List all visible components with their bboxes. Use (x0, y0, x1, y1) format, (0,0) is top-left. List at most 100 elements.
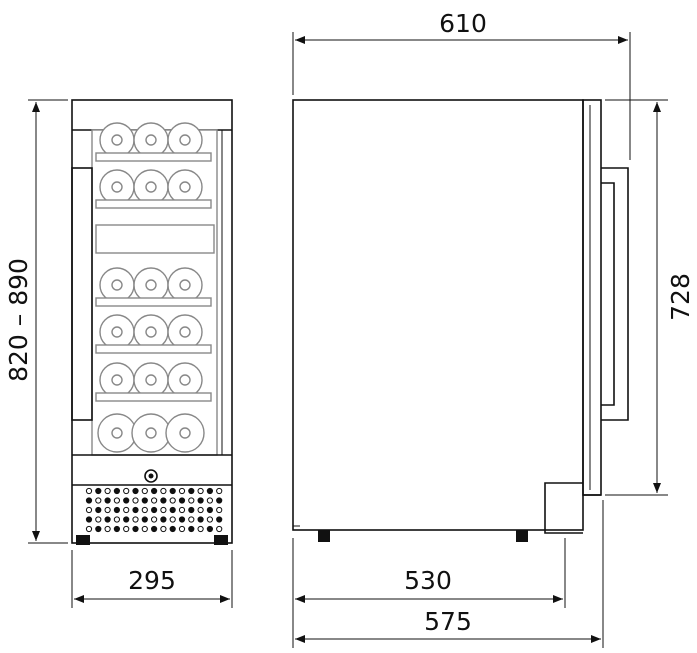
dim-body-depth: 530 (404, 566, 452, 595)
door-handle (71, 167, 93, 421)
grille-hole (188, 497, 195, 504)
grille-hole (113, 506, 121, 514)
grille-hole (197, 497, 204, 504)
bottle-neck (145, 134, 157, 146)
bottle-neck (145, 279, 157, 291)
grille-hole (95, 516, 102, 523)
grille-hole (104, 516, 111, 523)
grille-hole (113, 487, 121, 495)
side-view (292, 99, 629, 542)
bottle-neck (111, 326, 123, 338)
bottle-neck (145, 427, 157, 439)
grille-hole (104, 525, 111, 533)
grille-hole (123, 525, 130, 533)
grille-hole (206, 506, 213, 514)
foot (76, 535, 90, 545)
grille-hole (123, 487, 130, 495)
grille-hole (113, 497, 121, 504)
bottle-neck (111, 181, 123, 193)
shelf (95, 199, 212, 209)
grille-hole (160, 516, 167, 523)
dim-width: 295 (128, 566, 176, 595)
grille-hole (132, 506, 139, 514)
shelf (95, 152, 212, 162)
grille-hole (197, 516, 204, 523)
bottle-neck (145, 326, 157, 338)
grille-hole (169, 516, 176, 523)
shelf (95, 392, 212, 402)
bottle-neck (111, 279, 123, 291)
shelf (95, 344, 212, 354)
grille-hole (197, 487, 204, 495)
bottle-neck (179, 181, 191, 193)
grille-hole (169, 525, 176, 533)
bottle-neck (179, 279, 191, 291)
grille-hole (178, 525, 186, 533)
grille-hole (206, 525, 213, 533)
dimension-lines: 610 728 820 – 890 295 530 575 (4, 9, 695, 648)
grille-hole (216, 506, 223, 514)
grille-hole (104, 497, 111, 504)
grille-hole (216, 497, 223, 504)
grille-hole (85, 525, 93, 533)
grille-hole (188, 525, 195, 533)
foot (214, 535, 228, 545)
bottle-neck (179, 427, 191, 439)
bottle-neck (179, 134, 191, 146)
grille-hole (85, 487, 93, 495)
grille-hole (216, 516, 223, 523)
bottle-neck (179, 374, 191, 386)
grille-hole (104, 506, 111, 514)
grille-hole (151, 497, 158, 504)
grille-hole (123, 516, 130, 523)
grille-hole (95, 487, 102, 495)
grille-hole (141, 525, 148, 533)
handle-side (601, 167, 629, 421)
grille-hole (85, 506, 93, 514)
grille-hole (160, 525, 167, 533)
grille-hole (188, 506, 195, 514)
lock-icon (144, 469, 158, 483)
grille-hole (160, 506, 167, 514)
grille-hole (178, 497, 186, 504)
bottle-neck (111, 374, 123, 386)
dim-height-range: 820 – 890 (4, 258, 33, 382)
grille-hole (95, 506, 102, 514)
grille-hole (151, 516, 158, 523)
grille-hole (132, 487, 139, 495)
grille-hole (123, 506, 130, 514)
door-side (582, 99, 602, 496)
grille-hole (141, 497, 148, 504)
grille-hole (206, 497, 213, 504)
grille-hole (178, 487, 186, 495)
foot (318, 530, 330, 542)
grille-hole (141, 487, 148, 495)
bottle-neck (145, 374, 157, 386)
grille-hole (160, 487, 167, 495)
grille-hole (104, 487, 111, 495)
grille-hole (188, 487, 195, 495)
bottle-neck (111, 427, 123, 439)
grille-hole (141, 516, 148, 523)
grille-hole (113, 516, 121, 523)
bottle-neck (145, 181, 157, 193)
grille-hole (132, 516, 139, 523)
grille-hole (151, 487, 158, 495)
grille-hole (132, 497, 139, 504)
grille-hole (188, 516, 195, 523)
grille-hole (206, 487, 213, 495)
grille-hole (197, 506, 204, 514)
grille-hole (113, 525, 121, 533)
foot (516, 530, 528, 542)
grille-hole (132, 525, 139, 533)
cabinet-side (292, 99, 584, 531)
grille-hole (216, 487, 223, 495)
grille-hole (85, 497, 93, 504)
grille-hole (197, 525, 204, 533)
bottle-neck (179, 326, 191, 338)
front-view (71, 99, 233, 545)
grille-hole (85, 516, 93, 523)
grille-hole (151, 525, 158, 533)
grille-hole (169, 487, 176, 495)
